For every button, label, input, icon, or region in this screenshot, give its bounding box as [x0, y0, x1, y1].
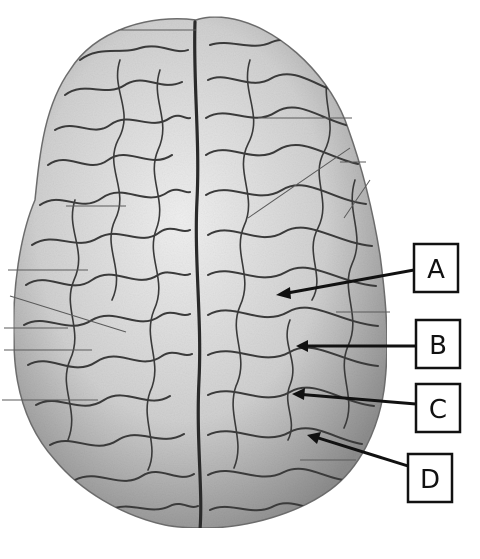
label-a-box [412, 242, 460, 294]
label-d-leader-line [311, 434, 409, 468]
label-c: C [292, 382, 462, 434]
label-c-leader-line [295, 392, 417, 406]
label-d-box [406, 452, 454, 504]
label-d-arrowhead [307, 432, 321, 444]
label-d-text: D [420, 465, 440, 495]
label-b: B [296, 318, 462, 370]
label-c-text: C [429, 395, 447, 425]
label-d: D [307, 432, 454, 504]
label-a-text: A [427, 255, 445, 285]
longitudinal-fissure [193, 20, 203, 529]
label-b-arrowhead [296, 340, 308, 352]
label-c-arrowhead [292, 388, 305, 400]
label-b-box [414, 318, 462, 370]
label-c-box [414, 382, 462, 434]
label-a: A [276, 242, 460, 299]
unlabeled-leader-lines [2, 29, 390, 461]
label-a-leader-line [281, 268, 415, 296]
label-a-arrowhead [276, 287, 291, 299]
brain-gyri [23, 20, 379, 529]
label-b-text: B [429, 331, 447, 361]
